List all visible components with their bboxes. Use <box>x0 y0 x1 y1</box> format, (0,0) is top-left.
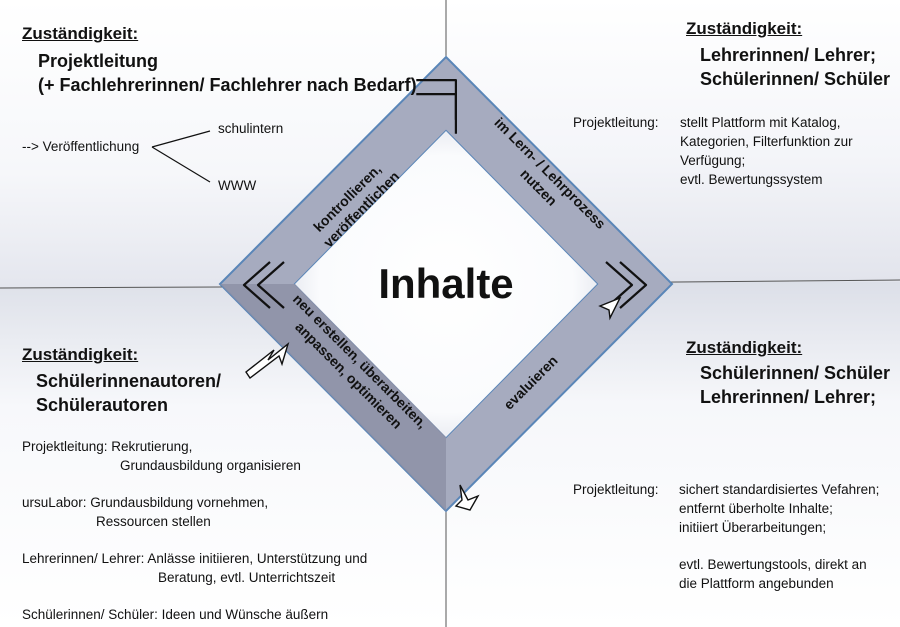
task-3-line-2: Beratung, evtl. Unterrichtszeit <box>158 570 336 585</box>
publication-internal: schulintern <box>218 121 284 136</box>
top-right-line-1: stellt Plattform mit Katalog, <box>680 115 841 130</box>
role-top-right-1: Lehrerinnen/ Lehrer; <box>700 45 877 65</box>
bottom-right-responsible-label: Projektleitung: <box>573 482 659 497</box>
chevron-top-icon-2 <box>416 93 457 134</box>
chevron-left-icon-2 <box>256 261 285 309</box>
publication-label: --> Veröffentlichung <box>22 139 140 154</box>
arrow-down-icon <box>454 484 480 511</box>
branch-line-down <box>151 146 211 183</box>
heading-bottom-left: Zuständigkeit: <box>22 345 139 364</box>
bottom-right-line-1: sichert standardisiertes Vefahren; <box>679 482 880 497</box>
heading-top-left: Zuständigkeit: <box>22 24 139 43</box>
center-area <box>295 131 597 437</box>
arrow-up-right-icon <box>245 342 290 380</box>
task-4-line-1: Schülerinnen/ Schüler: Ideen und Wünsche… <box>22 607 329 622</box>
top-right-line-4: evtl. Bewertungssystem <box>680 172 823 187</box>
branch-line-up <box>151 130 211 148</box>
top-right-responsible-label: Projektleitung: <box>573 115 659 130</box>
chevron-left-icon <box>242 261 271 309</box>
bottom-right-line-2: entfernt überholte Inhalte; <box>679 501 833 516</box>
bottom-right-line-6: die Plattform angebunden <box>679 576 834 591</box>
bottom-right-line-5: evtl. Bewertungstools, direkt an <box>679 557 867 572</box>
task-1-line-2: Grundausbildung organisieren <box>120 458 301 473</box>
task-1-line-1: Projektleitung: Rekrutierung, <box>22 439 193 454</box>
cycle-band-create-segment <box>220 284 446 511</box>
role-top-left-2: (+ Fachlehrerinnen/ Fachlehrer nach Beda… <box>38 75 417 95</box>
heading-top-right: Zuständigkeit: <box>686 19 803 38</box>
role-bottom-left-1: Schülerinnenautoren/ <box>36 371 222 391</box>
role-bottom-right-1: Schülerinnen/ Schüler <box>700 363 891 383</box>
publication-www: WWW <box>218 178 257 193</box>
bottom-right-line-3: initiiert Überarbeitungen; <box>679 520 827 535</box>
task-2-line-1: ursuLabor: Grundausbildung vornehmen, <box>22 495 269 510</box>
chevron-right-icon <box>619 261 648 309</box>
top-right-line-3: Verfügung; <box>680 153 746 168</box>
role-top-left-1: Projektleitung <box>38 51 159 71</box>
task-2-line-2: Ressourcen stellen <box>96 514 211 529</box>
arrow-down-left-icon <box>598 296 622 321</box>
heading-bottom-right: Zuständigkeit: <box>686 338 803 357</box>
center-title: Inhalte <box>378 260 513 307</box>
task-3-line-1: Lehrerinnen/ Lehrer: Anlässe initiieren,… <box>22 551 368 566</box>
top-right-line-2: Kategorien, Filterfunktion zur <box>680 134 853 149</box>
role-bottom-left-2: Schülerautoren <box>36 395 169 415</box>
role-top-right-2: Schülerinnen/ Schüler <box>700 69 891 89</box>
role-bottom-right-2: Lehrerinnen/ Lehrer; <box>700 387 877 407</box>
